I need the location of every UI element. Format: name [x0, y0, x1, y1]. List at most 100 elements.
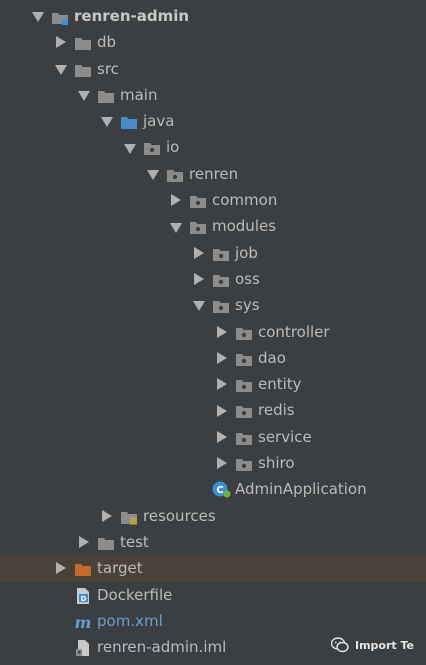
- tree-row-adminapplication[interactable]: C AdminApplication: [0, 476, 426, 502]
- tree-item-label: oss: [235, 269, 260, 288]
- package-icon: [235, 402, 253, 419]
- package-icon: [212, 245, 230, 261]
- chevron-right-icon[interactable]: [215, 450, 229, 476]
- tree-row-job[interactable]: job: [0, 240, 426, 266]
- tree-row-renren[interactable]: renren: [0, 161, 426, 187]
- tree-item-label: modules: [212, 217, 277, 236]
- tree-item-label: controller: [258, 322, 330, 341]
- wechat-icon: [330, 637, 349, 653]
- package-icon: [143, 139, 161, 156]
- chevron-down-icon[interactable]: [31, 3, 45, 29]
- tree-row-io[interactable]: io: [0, 134, 426, 160]
- chevron-right-icon[interactable]: [169, 187, 183, 213]
- chevron-down-icon[interactable]: [54, 56, 68, 82]
- svg-text:D: D: [81, 595, 87, 603]
- tree-row-dockerfile[interactable]: D Dockerfile: [0, 582, 426, 608]
- tree-item-label: java: [143, 112, 175, 131]
- svg-text:m: m: [75, 613, 92, 631]
- chevron-down-icon[interactable]: [146, 161, 160, 187]
- tree-row-shiro[interactable]: shiro: [0, 450, 426, 476]
- folder-icon: [97, 534, 115, 550]
- tree-item-label: redis: [258, 401, 295, 420]
- tree-row-renren-admin-iml[interactable]: renren-admin.iml: [0, 634, 426, 660]
- chevron-right-icon[interactable]: [215, 319, 229, 345]
- tree-row-common[interactable]: common: [0, 187, 426, 213]
- tree-row-redis[interactable]: redis: [0, 397, 426, 423]
- tree-row-dao[interactable]: dao: [0, 345, 426, 371]
- tree-item-label: io: [166, 138, 180, 157]
- tree-row-db[interactable]: db: [0, 29, 426, 55]
- tree-item-label: renren-admin: [74, 7, 190, 25]
- tree-item-label: db: [97, 33, 117, 52]
- docker-file-icon: D: [74, 587, 92, 604]
- tree-item-label: AdminApplication: [235, 480, 367, 499]
- tree-row-test[interactable]: test: [0, 529, 426, 555]
- chevron-right-icon[interactable]: [215, 397, 229, 423]
- chevron-down-icon[interactable]: [100, 108, 114, 134]
- chevron-right-icon[interactable]: [215, 424, 229, 450]
- tree-row-entity[interactable]: entity: [0, 371, 426, 397]
- tree-row-src[interactable]: src: [0, 56, 426, 82]
- chevron-down-icon[interactable]: [192, 292, 206, 318]
- chevron-down-icon[interactable]: [77, 82, 91, 108]
- chevron-right-icon[interactable]: [215, 345, 229, 371]
- chevron-right-icon[interactable]: [215, 371, 229, 397]
- source-folder-icon: [120, 113, 138, 130]
- tree-item-label: target: [97, 559, 143, 578]
- chevron-right-icon[interactable]: [54, 555, 68, 581]
- tree-row-resources[interactable]: resources: [0, 503, 426, 529]
- chevron-down-icon[interactable]: [169, 213, 183, 239]
- tree-item-label: Dockerfile: [97, 585, 173, 604]
- package-icon: [235, 455, 253, 472]
- chevron-right-icon[interactable]: [54, 29, 68, 55]
- tree-item-label: src: [97, 59, 119, 78]
- folder-icon: [74, 34, 92, 51]
- package-icon: [235, 429, 253, 445]
- package-icon: [235, 324, 253, 340]
- tree-item-label: main: [120, 85, 158, 104]
- tree-item-label: renren-admin.iml: [97, 638, 227, 657]
- package-icon: [235, 350, 253, 366]
- package-icon: [235, 376, 253, 393]
- tree-item-label: pom.xml: [97, 611, 163, 630]
- excluded-folder-icon: [74, 560, 92, 577]
- tree-item-label: renren: [189, 164, 239, 183]
- tree-item-label: job: [235, 243, 258, 262]
- tree-item-label: service: [258, 427, 312, 446]
- tree-row-pom-xml[interactable]: m pom.xml: [0, 608, 426, 634]
- tree-row-controller[interactable]: controller: [0, 319, 426, 345]
- chevron-right-icon[interactable]: [192, 240, 206, 266]
- package-icon: [212, 271, 230, 287]
- spring-class-icon: C: [211, 480, 231, 498]
- module-icon: [51, 8, 69, 25]
- iml-file-icon: [74, 639, 92, 657]
- tree-item-label: sys: [235, 296, 260, 315]
- package-icon: [189, 218, 207, 235]
- chevron-right-icon[interactable]: [100, 503, 114, 529]
- chevron-right-icon[interactable]: [77, 529, 91, 555]
- tree-row-sys[interactable]: sys: [0, 292, 426, 318]
- tree-item-label: resources: [143, 506, 216, 525]
- package-icon: [166, 166, 184, 182]
- folder-icon: [97, 87, 115, 103]
- tree-item-label: common: [212, 191, 278, 210]
- package-icon: [189, 192, 207, 209]
- svg-text:C: C: [216, 485, 223, 496]
- tree-row-java[interactable]: java: [0, 108, 426, 134]
- tree-item-label: dao: [258, 348, 286, 367]
- watermark: Import Te: [330, 637, 414, 653]
- maven-file-icon: m: [74, 613, 92, 632]
- tree-item-label: test: [120, 532, 149, 551]
- tree-row-main[interactable]: main: [0, 82, 426, 108]
- tree-row-service[interactable]: service: [0, 424, 426, 450]
- tree-row-renren-admin[interactable]: renren-admin: [0, 3, 426, 29]
- package-icon: [212, 297, 230, 314]
- tree-row-target[interactable]: target: [0, 555, 426, 582]
- folder-icon: [74, 61, 92, 77]
- chevron-right-icon[interactable]: [192, 266, 206, 292]
- tree-row-oss[interactable]: oss: [0, 266, 426, 292]
- tree-row-modules[interactable]: modules: [0, 213, 426, 239]
- resources-folder-icon: [120, 508, 138, 525]
- chevron-down-icon[interactable]: [123, 134, 137, 160]
